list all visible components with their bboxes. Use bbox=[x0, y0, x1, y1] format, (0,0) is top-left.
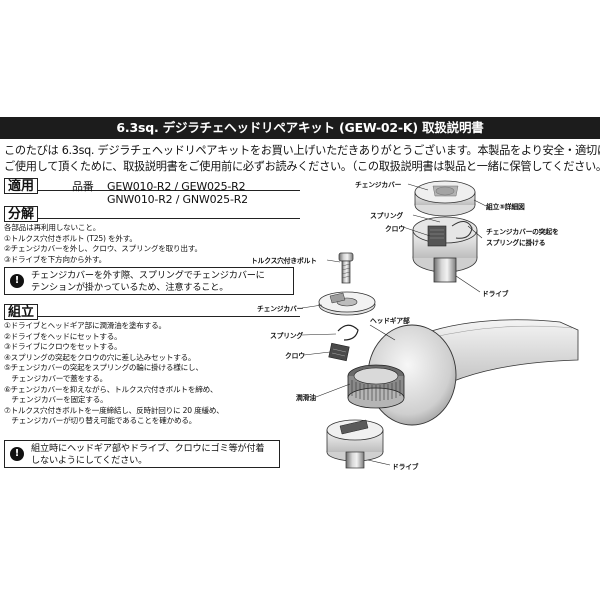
intro-line-2: ご使用して頂くために、取扱説明書をご使用前に必ずお読みください。（この取扱説明書… bbox=[4, 160, 600, 173]
disassembly-step: ①トルクス穴付きボルト (T25) を外す。 bbox=[4, 233, 137, 243]
label-protrusion-line-1: チェンジカバーの突起を bbox=[486, 228, 559, 236]
disassembly-heading: 分解 bbox=[4, 206, 39, 222]
apply-models-line-2: GNW010-R2 / GNW025-R2 bbox=[107, 193, 248, 206]
assembly-warning: ! 組立時にヘッドギア部やドライブ、クロウにゴミ等が付着 しないようにしてくださ… bbox=[4, 440, 280, 468]
apply-divider bbox=[4, 190, 300, 191]
label-head-gear: ヘッドギア部 bbox=[370, 317, 410, 325]
assembly-step: ③ドライブにクロウをセットする。 bbox=[4, 342, 122, 352]
assembly-step: ②ドライブをヘッドにセットする。 bbox=[4, 331, 122, 341]
disassembly-warning: ! チェンジカバーを外す際、スプリングでチェンジカバーに テンションが掛かってい… bbox=[4, 267, 294, 295]
label-detail-caption: 組立⑤詳細図 bbox=[486, 203, 525, 211]
assembly-warning-line-1: 組立時にヘッドギア部やドライブ、クロウにゴミ等が付着 bbox=[31, 443, 265, 454]
label-change-cover: チェンジカバー bbox=[257, 305, 304, 313]
apply-models-line-1: GEW010-R2 / GEW025-R2 bbox=[107, 180, 246, 193]
label-claw: クロウ bbox=[285, 352, 305, 360]
assembly-step: ⑦トルクス穴付きボルトを一度締結し、反時計回りに 20 度緩め、 bbox=[4, 405, 224, 415]
assembly-steps: ①ドライブとヘッドギア部に潤滑油を塗布する。 ②ドライブをヘッドにセットする。 … bbox=[4, 321, 224, 427]
disassembly-step: ③ドライブを下方向から外す。 bbox=[4, 254, 106, 264]
assembly-step: ④スプリングの突起をクロウの穴に差し込みセットする。 bbox=[4, 352, 196, 362]
detail-assembly-illustration bbox=[402, 180, 487, 293]
warning-icon: ! bbox=[10, 274, 24, 288]
label-change-cover-top: チェンジカバー bbox=[355, 181, 402, 189]
assembly-divider bbox=[4, 316, 300, 317]
disassembly-warning-line-1: チェンジカバーを外す際、スプリングでチェンジカバーに bbox=[31, 270, 265, 281]
label-drive-top: ドライブ bbox=[482, 290, 509, 298]
disassembly-divider bbox=[4, 218, 300, 219]
assembly-step: ⑤チェンジカバーの突起をスプリングの輪に掛ける様にし、 bbox=[4, 363, 203, 373]
label-spring: スプリング bbox=[270, 332, 303, 340]
assembly-heading: 組立 bbox=[4, 304, 39, 320]
label-torx-bolt: トルクス穴付きボルト bbox=[251, 257, 317, 265]
label-protrusion-line-2: スプリングに掛ける bbox=[486, 239, 546, 247]
assembly-step: チェンジカバーで蓋をする。 bbox=[4, 373, 108, 383]
label-claw-top: クロウ bbox=[385, 225, 405, 233]
exploded-view-illustration bbox=[301, 252, 579, 469]
document-title: 6.3sq. デジラチェヘッドリペアキット (GEW-02-K) 取扱説明書 bbox=[0, 117, 600, 139]
assembly-step: チェンジカバーを固定する。 bbox=[4, 395, 108, 405]
apply-heading: 適用 bbox=[4, 178, 39, 194]
label-spring-top: スプリング bbox=[370, 212, 403, 220]
label-lubricant: 潤滑油 bbox=[296, 394, 316, 402]
apply-label: 品番 bbox=[72, 180, 94, 193]
disassembly-steps: 各部品は再利用しないこと。 ①トルクス穴付きボルト (T25) を外す。 ②チェ… bbox=[4, 223, 202, 265]
disassembly-step: 各部品は再利用しないこと。 bbox=[4, 223, 101, 232]
warning-icon: ! bbox=[10, 447, 24, 461]
label-drive: ドライブ bbox=[392, 463, 419, 471]
disassembly-warning-line-2: テンションが掛かっているため、注意すること。 bbox=[31, 282, 229, 293]
intro-line-1: このたびは 6.3sq. デジラチェヘッドリペアキットをお買い上げいただきありが… bbox=[4, 144, 600, 157]
assembly-step: ⑥チェンジカバーを抑えながら、トルクス穴付きボルトを締め、 bbox=[4, 384, 218, 394]
assembly-step: ①ドライブとヘッドギア部に潤滑油を塗布する。 bbox=[4, 321, 166, 330]
assembly-step: チェンジカバーが切り替え可能であることを確かめる。 bbox=[4, 416, 197, 426]
intro-text: このたびは 6.3sq. デジラチェヘッドリペアキットをお買い上げいただきありが… bbox=[4, 143, 600, 175]
disassembly-step: ②チェンジカバーを外し、クロウ、スプリングを取り出す。 bbox=[4, 244, 202, 254]
assembly-warning-line-2: しないようにしてください。 bbox=[31, 455, 148, 466]
